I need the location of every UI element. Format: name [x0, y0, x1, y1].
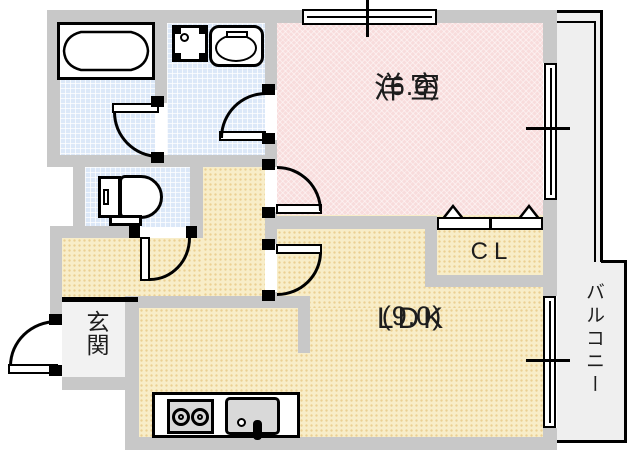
door-jamb: [262, 207, 275, 218]
balcony-rail-inner-v: [594, 21, 596, 262]
window-tick-western: [526, 127, 570, 130]
folding-door-triangle-icon: [522, 208, 536, 217]
wall-center-c: [265, 212, 277, 244]
door-jamb: [262, 84, 275, 95]
wall-western-bottom: [277, 216, 427, 229]
door-jamb: [49, 314, 62, 325]
window-tick-top: [366, 0, 369, 37]
toilet-bowl: [119, 175, 163, 219]
wall-right-c: [543, 428, 557, 450]
pan-corner: [199, 53, 205, 59]
wall-closet-left: [425, 216, 437, 287]
ldk-label: LDK (9.0): [312, 300, 512, 400]
closet-label: CL: [459, 237, 525, 269]
pan-corner: [175, 28, 181, 34]
window-top-icon: [302, 9, 437, 25]
entrance-label: 玄関: [83, 310, 109, 356]
ldk-floor-main: [139, 308, 543, 437]
door-jamb: [262, 133, 275, 144]
room-name: LDK: [376, 302, 448, 335]
wall-kitchen-stub: [298, 308, 310, 353]
bathtub: [57, 22, 155, 80]
kitchen-sink: [225, 397, 280, 440]
washbasin-bowl-icon: [215, 34, 257, 62]
wall-left-upper: [47, 10, 60, 167]
stove-burner-icon: [172, 408, 190, 426]
door-jamb: [186, 226, 197, 238]
balcony-lower: [557, 262, 627, 443]
door-jamb: [262, 239, 275, 250]
wall-toilet-right: [190, 167, 203, 238]
wall-entrance-bottom: [62, 377, 125, 390]
door-jamb: [129, 226, 140, 238]
pan-corner: [199, 28, 205, 34]
toilet-base: [109, 215, 142, 226]
window-sash-line: [307, 16, 432, 18]
room-area: (9.0): [381, 301, 443, 331]
washbasin: [209, 25, 264, 67]
closet-folding-door-panel: [437, 217, 491, 230]
balcony-rail-inner-h: [557, 21, 595, 23]
window-sash-line: [549, 68, 552, 195]
balcony-label: バルコニー: [583, 282, 604, 397]
entrance-door-swing-icon: [9, 320, 57, 366]
stove-burner-icon: [191, 408, 209, 426]
washing-machine-pan: [172, 25, 208, 62]
door-jamb: [151, 152, 164, 163]
wall-bottom: [125, 437, 557, 450]
western-room-label: 洋室 (6.0): [310, 70, 510, 160]
bathtub-shape-icon: [62, 30, 150, 72]
western-room-floor: [277, 23, 543, 216]
window-sash-line: [548, 301, 551, 423]
wall-hall-bottom: [125, 296, 310, 308]
toilet-flush-button: [103, 189, 109, 205]
window-ldk-icon: [543, 296, 556, 428]
door-jamb: [49, 365, 62, 376]
wall-center-a: [265, 23, 277, 90]
double-burner-stove: [167, 399, 214, 434]
wall-bath-divider: [155, 23, 167, 103]
hallway-floor-upper: [203, 167, 265, 296]
pan-drain-icon: [180, 33, 189, 42]
wall-toilet-bottom-left: [50, 226, 137, 238]
door-jamb: [262, 159, 275, 170]
room-name: CL: [470, 238, 514, 265]
wall-entrance-right: [125, 296, 139, 450]
toilet-tank: [98, 176, 121, 218]
door-jamb: [151, 96, 164, 107]
door-jamb: [262, 290, 275, 301]
sink-drain-icon: [237, 418, 246, 427]
sink-faucet-icon: [253, 420, 262, 440]
wall-left-middle: [50, 226, 62, 320]
wall-right-a: [543, 23, 557, 63]
entrance-step-line: [62, 297, 138, 302]
balcony-upper: [557, 10, 603, 262]
washbasin-faucet-icon: [226, 31, 248, 38]
room-area: (6.0): [379, 71, 441, 101]
toilet-door-leaf: [140, 237, 150, 281]
entrance-floor: [62, 302, 125, 377]
closet-floor: [437, 229, 543, 275]
pan-corner: [175, 53, 181, 59]
room-name: 洋室: [374, 72, 446, 105]
balcony-step-line: [601, 260, 627, 263]
closet-folding-door-panel: [490, 217, 543, 230]
folding-door-triangle-icon: [446, 208, 460, 217]
wall-right-b: [543, 200, 557, 296]
window-tick-ldk: [526, 359, 570, 362]
window-western-icon: [544, 63, 557, 200]
wall-closet-bottom: [425, 275, 557, 287]
wall-toilet-left: [73, 167, 85, 227]
